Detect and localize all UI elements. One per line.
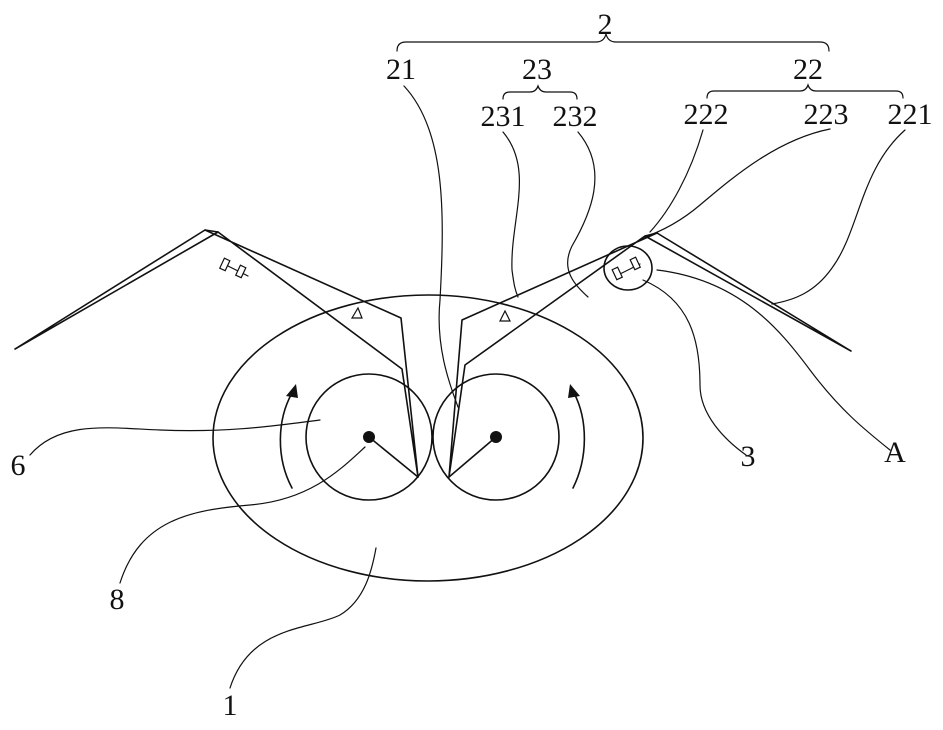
label-221: 221 [888,98,933,131]
right-arm [449,233,851,477]
label-3: 3 [741,440,756,473]
label-a: A [884,436,906,469]
right-arrow-head [568,384,580,398]
leader-8 [120,447,365,583]
left-bolt [220,258,248,278]
right-triangle-marker [500,311,510,321]
right-roller-radius [449,437,496,477]
right-rotation-arrow [573,393,584,488]
leader-1 [230,548,376,688]
leader-222 [650,130,703,232]
leader-232 [568,132,595,297]
leader-3 [643,280,746,455]
label-232: 232 [553,100,598,133]
leader-231 [503,132,519,297]
label-222: 222 [684,98,729,131]
leader-a [657,270,890,450]
label-2: 2 [598,8,613,41]
detail-circle-a [604,246,652,290]
label-6: 6 [11,449,26,482]
label-23: 23 [522,53,552,86]
brace-2 [397,34,829,51]
leader-223 [642,129,830,238]
right-bolt [612,257,640,280]
label-223: 223 [804,98,849,131]
left-arrow-head [286,384,298,398]
left-arm [15,230,418,477]
brace-22 [707,85,903,98]
label-21: 21 [386,53,416,86]
label-231: 231 [481,100,526,133]
brace-23 [503,86,577,99]
leader-21 [404,86,458,407]
left-rotation-arrow [280,393,292,488]
label-1: 1 [223,689,238,722]
left-roller-radius [369,437,418,477]
label-8: 8 [110,583,125,616]
leader-221 [772,130,905,304]
leader-6 [30,420,320,455]
left-triangle-marker [352,308,362,318]
label-22: 22 [793,53,823,86]
housing-ellipse [213,295,643,581]
